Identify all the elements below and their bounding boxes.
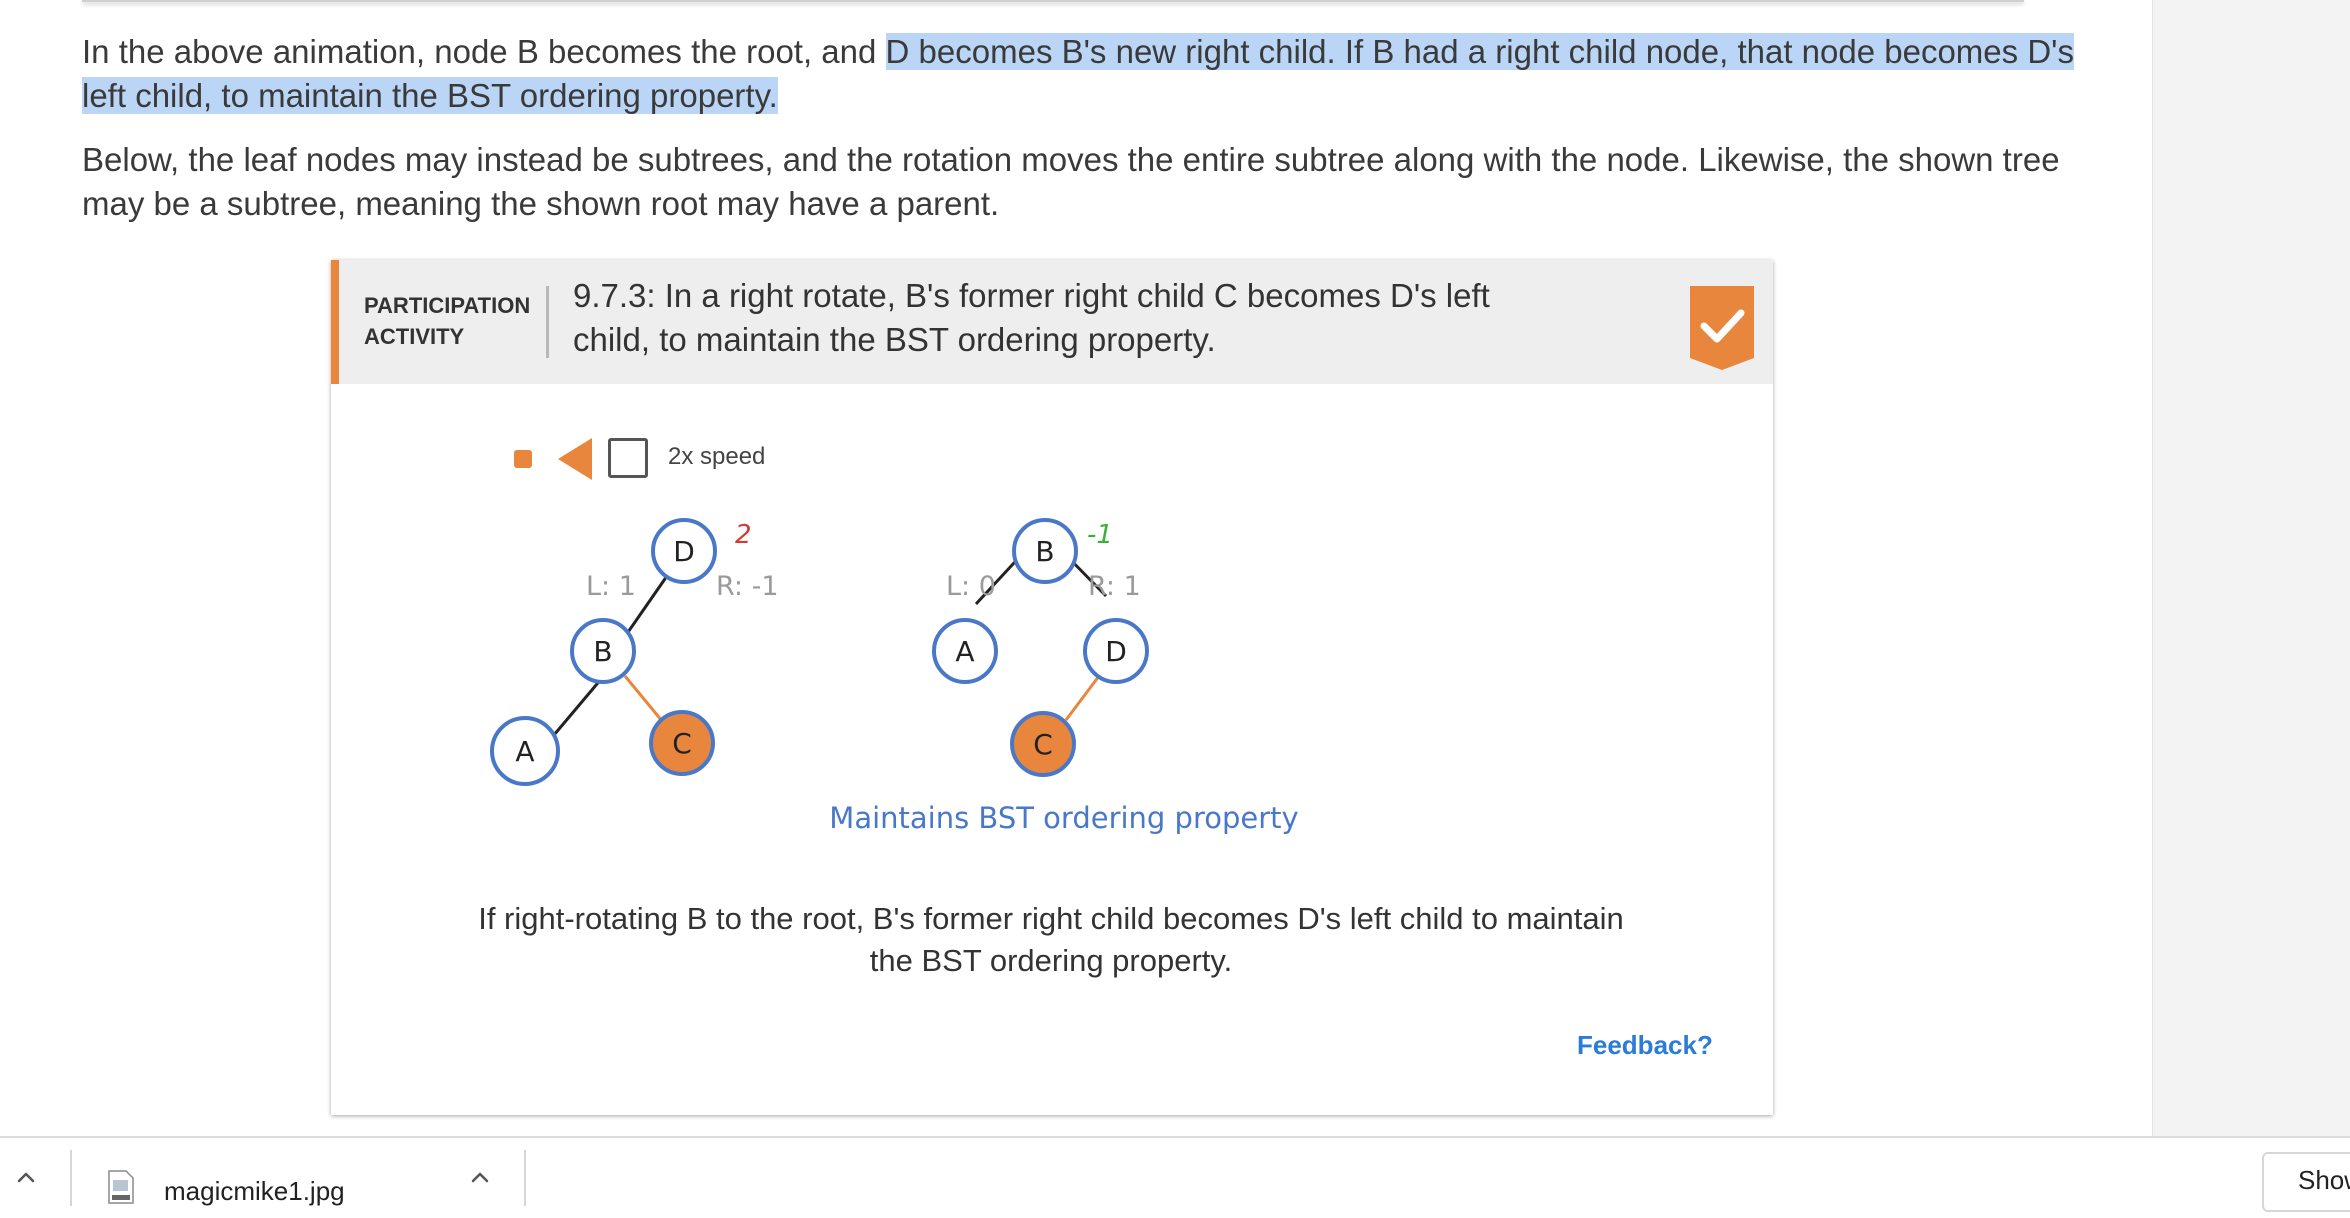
tree-node-d-rotated: D [1083,618,1149,684]
download-file-name[interactable]: magicmike1.jpg [164,1176,345,1206]
previous-card-edge [82,0,2024,2]
tree-node-b-rotated: B [1012,518,1078,584]
node-label: C [672,727,692,760]
completion-checkmark-icon [1690,286,1754,370]
activity-title: 9.7.3: In a right rotate, B's former rig… [573,277,1490,358]
animation-caption: If right-rotating B to the root, B's for… [478,901,1624,978]
speed-checkbox[interactable] [608,438,648,478]
page-content: In the above animation, node B becomes t… [82,0,2082,1115]
right-height-label: R: -1 [716,571,779,602]
downloads-bar: magicmike1.jpg Show all [0,1136,2350,1218]
tree-node-c-rotated: C [1010,711,1076,777]
node-label: A [515,735,534,768]
speed-label: 2x speed [668,443,766,470]
feedback-link[interactable]: Feedback? [1577,1030,1713,1060]
paragraph-rotation-intro: In the above animation, node B becomes t… [82,30,2082,118]
tree-node-a: A [490,716,560,786]
balance-factor-b: -1 [1087,520,1113,550]
paragraph-subtrees: Below, the leaf nodes may instead be sub… [82,141,2060,222]
node-label: C [1033,728,1053,761]
chevron-up-icon[interactable] [12,1164,40,1192]
jpg-file-icon [108,1170,134,1204]
participation-activity: PARTICIPATION ACTIVITY 9.7.3: In a right… [331,260,1773,1115]
activity-type-label: PARTICIPATION ACTIVITY [364,293,531,349]
node-label: B [1035,535,1054,568]
right-height-label-rotated: R: 1 [1088,571,1141,602]
paragraph-text: In the above animation, node B becomes t… [82,33,886,70]
left-height-label-rotated: L: 0 [946,571,996,602]
node-label: A [955,635,974,668]
tree-node-d: D [651,518,717,584]
bar-divider [70,1150,72,1206]
left-height-label: L: 1 [586,571,636,602]
rotation-diagram: D 2 L: 1 R: -1 B A C B -1 L: 0 [490,518,1299,835]
node-label: D [673,535,695,568]
tree-node-c: C [649,710,715,776]
chevron-up-icon[interactable] [466,1164,494,1192]
stop-button[interactable] [514,450,532,468]
bst-note: Maintains BST ordering property [829,801,1298,835]
node-label: B [593,635,612,668]
balance-factor-d: 2 [735,520,752,550]
activity-header: PARTICIPATION ACTIVITY 9.7.3: In a right… [331,260,1773,384]
tree-node-a-rotated: A [932,618,998,684]
show-all-button[interactable]: Show all [2262,1152,2350,1212]
activity-accent-stripe [331,260,339,384]
node-label: D [1105,635,1127,668]
tree-node-b: B [570,618,636,684]
header-divider [546,286,549,358]
edge-d-c-rotated [1064,675,1101,721]
bar-divider [524,1150,526,1206]
right-gutter [2152,0,2350,1136]
play-back-button[interactable] [558,438,592,480]
show-all-label: Show all [2298,1165,2350,1195]
